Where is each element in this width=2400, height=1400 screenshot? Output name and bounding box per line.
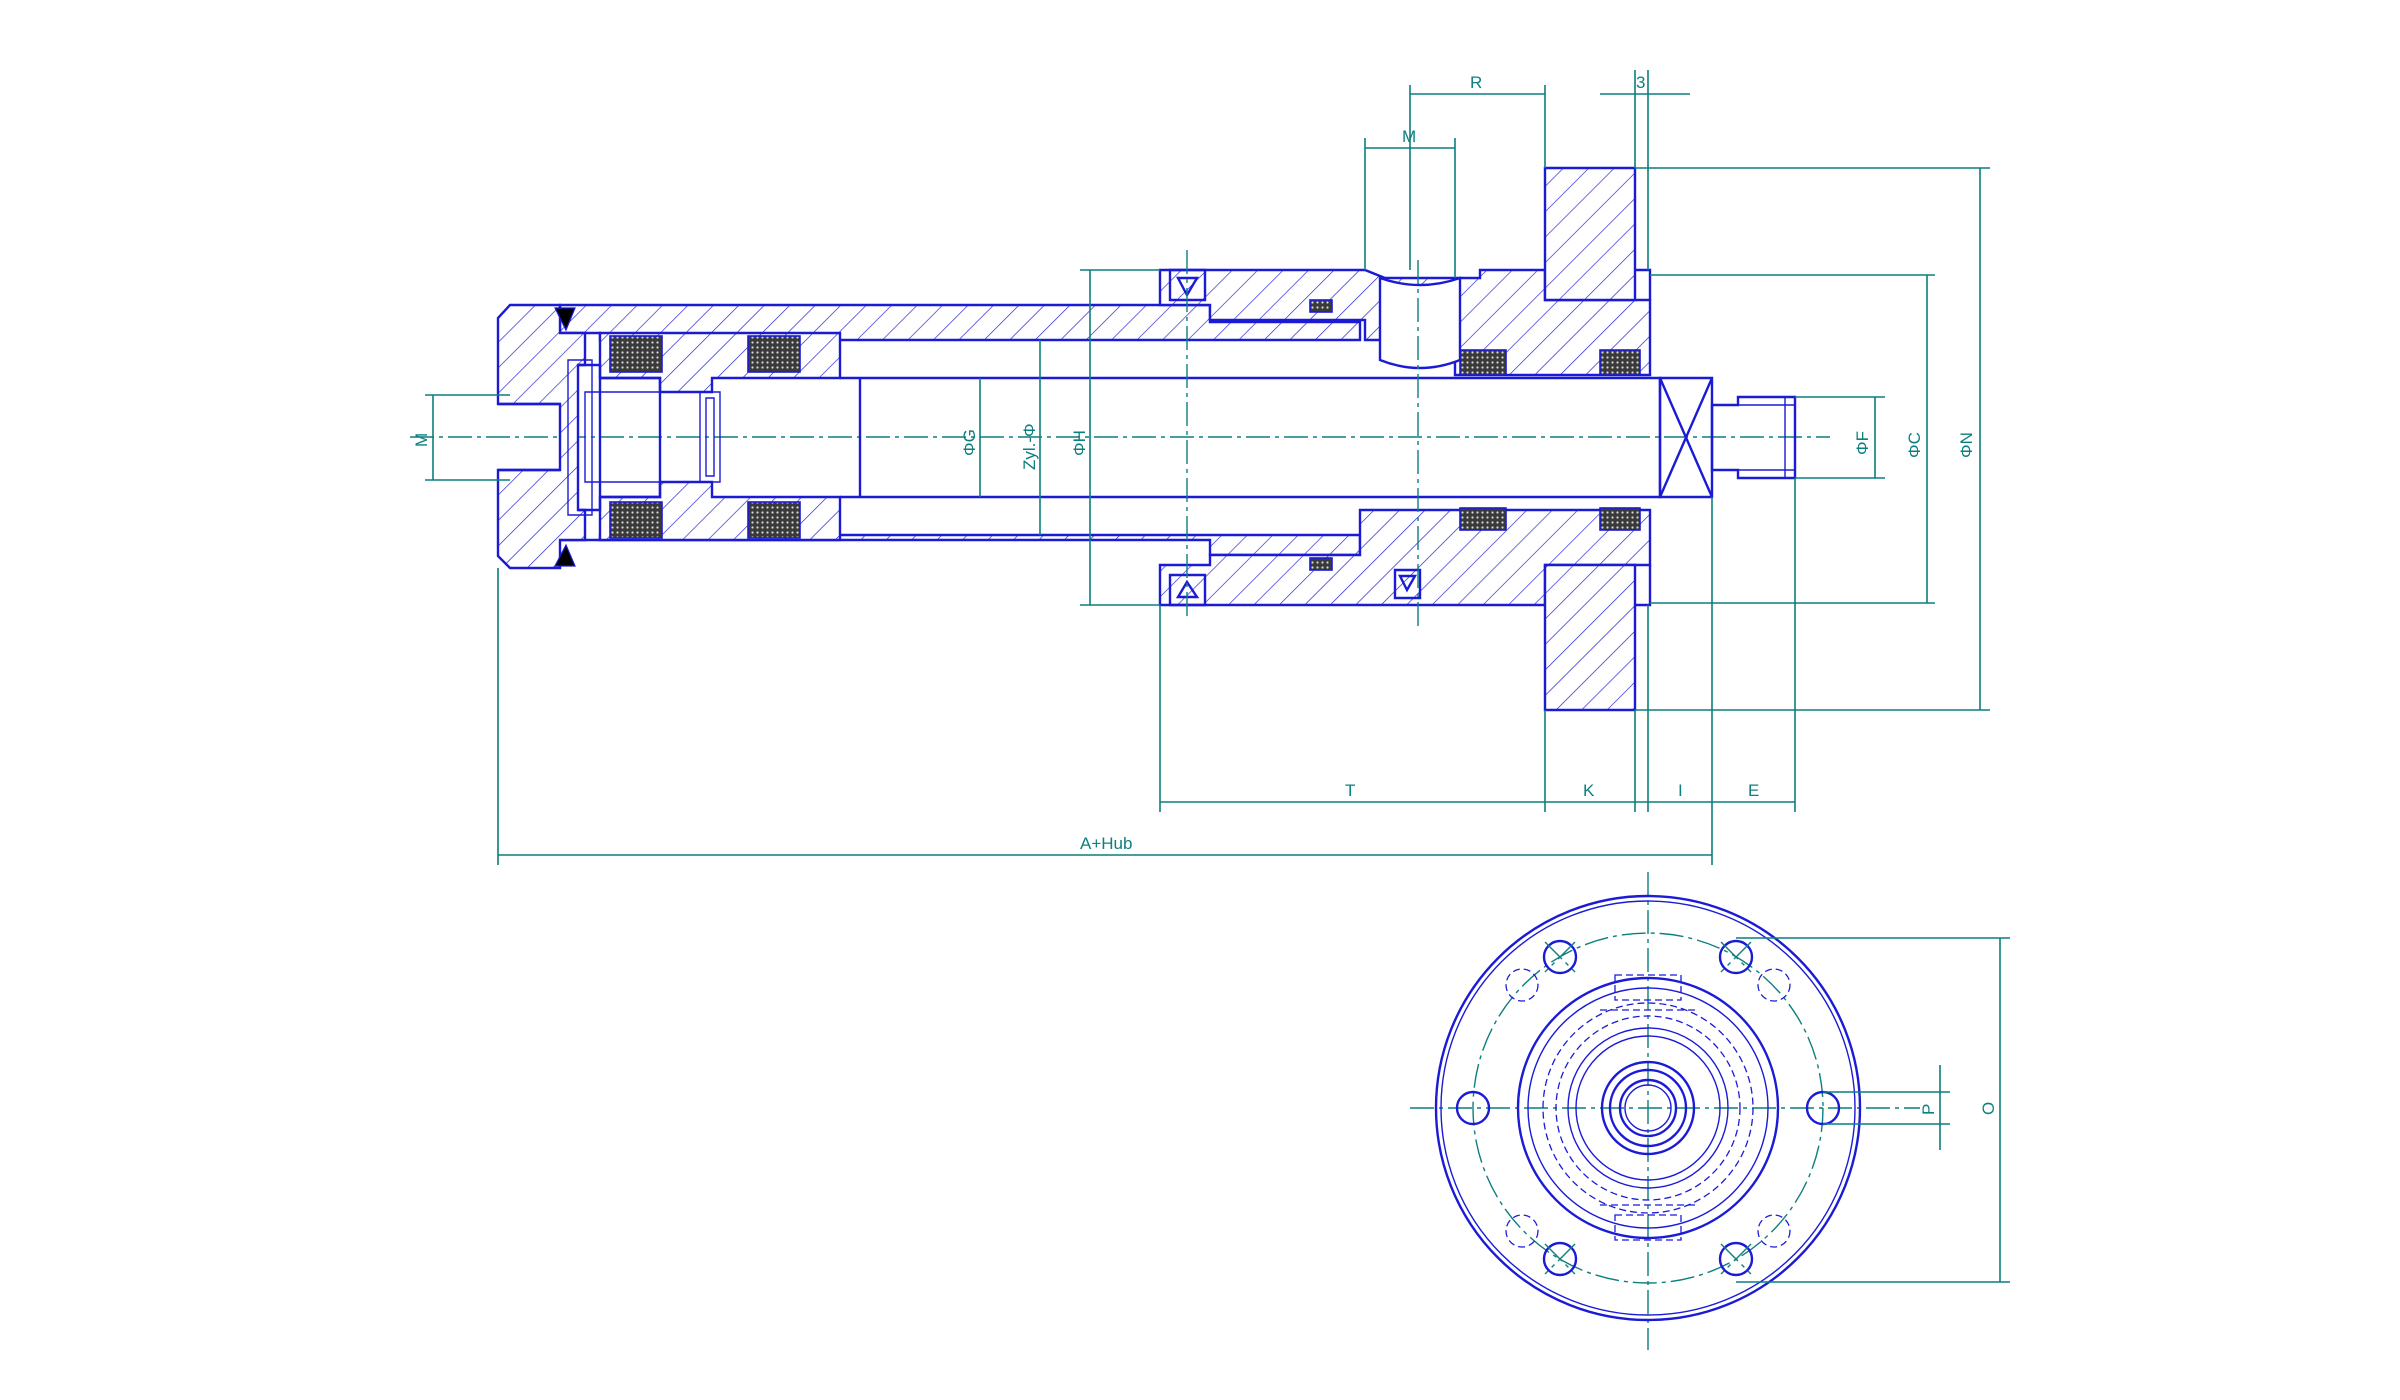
hidden-port-bottom: [1600, 1204, 1696, 1241]
piston-seal-2-top: [747, 335, 801, 373]
wiper-top: [1309, 299, 1333, 313]
gland-seal-top-2: [1599, 349, 1641, 376]
piston-seal-1-top: [609, 335, 663, 373]
rod-end-thread-lines: [1738, 397, 1795, 478]
front-dimensions: O P: [1736, 937, 2010, 1283]
piston-seal-1-bottom: [609, 501, 663, 539]
wiper-bottom: [1309, 557, 1333, 571]
dim-R-label: R: [1470, 73, 1482, 92]
dim-M-top-label: M: [1402, 127, 1416, 146]
dim-I-label: I: [1678, 781, 1683, 800]
piston-nut-detail: [567, 359, 661, 516]
bolt-hole: [1455, 1090, 1491, 1126]
side-dimensions: R 3 M M ΦG Zyl.-Φ: [412, 70, 1990, 865]
gland-seal-top-1: [1459, 349, 1507, 376]
front-head-lower: [1158, 508, 1652, 607]
hidden-hole: [1505, 1214, 1539, 1248]
end-cap-port: [498, 402, 560, 472]
dim-T-label: T: [1345, 781, 1355, 800]
gland-hidden-circle: [1542, 1002, 1754, 1214]
dim-F-label: ΦF: [1853, 431, 1872, 455]
retaining-ring: [699, 391, 721, 483]
hidden-hole: [1757, 1214, 1791, 1248]
rod-hex-circle: [1600, 1060, 1696, 1156]
rod-thread-inner: [1624, 1084, 1672, 1132]
dim-zyl-label: Zyl.-Φ: [1020, 423, 1039, 470]
bolt-hole: [1718, 1241, 1754, 1277]
dim-N-label: ΦN: [1957, 432, 1976, 458]
head-circle: [1516, 976, 1780, 1240]
flange-outer-circle: [1434, 894, 1862, 1322]
dim-O-label: O: [1979, 1102, 1998, 1115]
hidden-hole: [1757, 968, 1791, 1002]
corner-seal-bottom: [554, 543, 576, 567]
head-circle-2: [1527, 987, 1769, 1229]
flange-outer-circle-inner: [1440, 900, 1856, 1316]
bolt-circle: [1472, 932, 1824, 1284]
flange-step: [1635, 268, 1652, 607]
port-plug-bottom: [1393, 568, 1422, 600]
bolt-hole: [1542, 939, 1578, 975]
bolt-hole: [1718, 939, 1754, 975]
side-section-view: R 3 M M ΦG Zyl.-Φ: [410, 70, 1990, 865]
tube-circle: [1567, 1027, 1729, 1189]
bolt-holes: [1455, 939, 1841, 1277]
dim-P-label: P: [1919, 1104, 1938, 1115]
hidden-port-top: [1600, 974, 1696, 1011]
hidden-hole: [1505, 968, 1539, 1002]
dim-H-label: ΦH: [1070, 430, 1089, 456]
piston-seal-2-bottom: [747, 501, 801, 539]
flange-upper: [1543, 166, 1637, 302]
dim-M-left-label: M: [412, 433, 431, 447]
rod-circle: [1608, 1068, 1688, 1148]
flange-lower: [1543, 563, 1637, 712]
dim-E-label: E: [1748, 781, 1759, 800]
gland-seal-bottom-1: [1459, 507, 1507, 531]
tube-circle-2: [1575, 1035, 1721, 1181]
dim-K-label: K: [1583, 781, 1595, 800]
front-end-view: O P: [1410, 872, 2010, 1350]
dim-G-label: ΦG: [960, 429, 979, 456]
tube-hidden-circle: [1555, 1015, 1741, 1201]
corner-seal-top: [554, 307, 576, 332]
dim-A-hub-label: A+Hub: [1080, 834, 1132, 853]
set-screw-top: [1168, 268, 1207, 302]
dim-C-label: ΦC: [1905, 432, 1924, 458]
rod-thread-circle: [1618, 1078, 1678, 1138]
gland-seal-bottom-2: [1599, 507, 1641, 531]
oil-port-window: [1378, 276, 1462, 370]
dim-3-label: 3: [1636, 73, 1645, 92]
bolt-hole: [1542, 1241, 1578, 1277]
